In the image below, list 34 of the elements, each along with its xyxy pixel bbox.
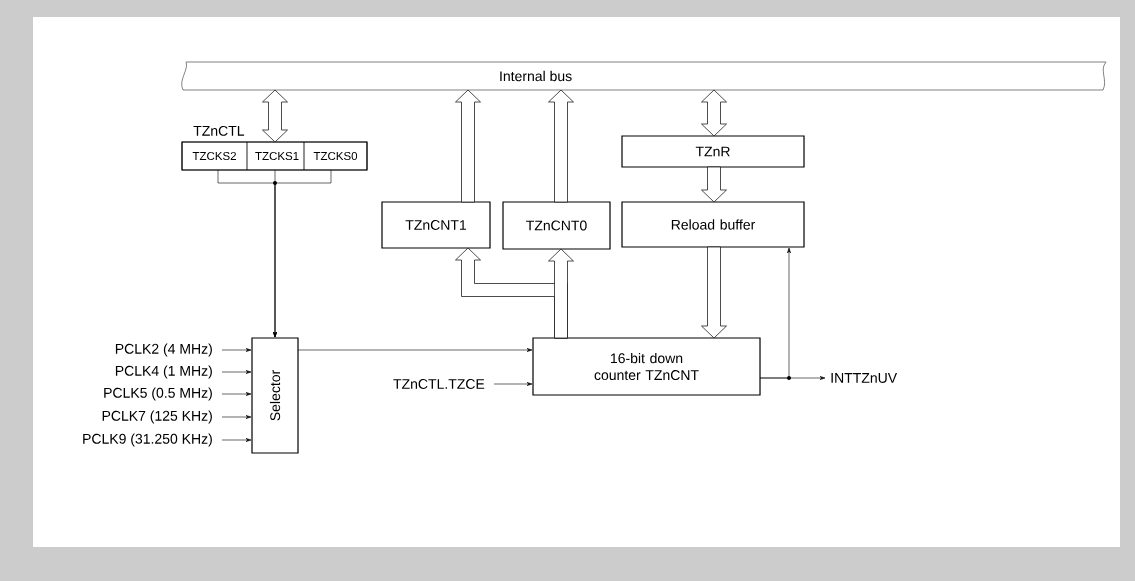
signal-label: PCLK2 (4 MHz): [115, 343, 212, 357]
signal-label: INTTZnUV: [831, 373, 898, 383]
bus-arrow: [701, 246, 727, 339]
bus-arrow: [548, 248, 574, 339]
signal-arrow: [221, 392, 252, 396]
bus-arrow: [455, 89, 481, 203]
bus-arrow: [701, 166, 727, 203]
register-cell: TZCKS2: [181, 141, 248, 171]
buffer-box: Reload buffer: [621, 201, 805, 248]
signal-arrow: [221, 415, 252, 419]
signal-label: TZnCTL.TZCE: [393, 379, 485, 389]
node-label: TZnCTL: [193, 125, 245, 136]
bus-arrow: [701, 89, 727, 137]
signal-arrow: [493, 382, 533, 386]
counter-box: 16-bit down counter TZnCNT: [532, 337, 761, 396]
signal-label: PCLK9 (31.250 KHz): [83, 433, 212, 447]
selector-box: Selector: [251, 337, 299, 454]
bus-arrow: [548, 89, 574, 203]
register-cell: TZCKS1: [246, 141, 305, 171]
signal-arrow: [221, 348, 252, 352]
signal-label: PCLK5 (0.5 MHz): [104, 387, 212, 401]
register-cell: TZCKS0: [303, 141, 368, 171]
signal-arrow: [221, 438, 252, 442]
register-box: TZnCNT1: [381, 201, 491, 249]
bus-band: Internal bus: [181, 61, 1107, 91]
signal-arrow: [297, 348, 533, 352]
signal-label: PCLK4 (1 MHz): [115, 365, 212, 379]
register-box: TZnCNT0: [502, 201, 611, 250]
signal-arrow: [273, 169, 332, 338]
signal-label: PCLK7 (125 KHz): [102, 410, 212, 424]
bus-arrow: [262, 89, 288, 143]
register-box: TZnR: [621, 135, 805, 168]
signal-arrow: [221, 370, 252, 374]
signal-arrow: [759, 247, 791, 379]
